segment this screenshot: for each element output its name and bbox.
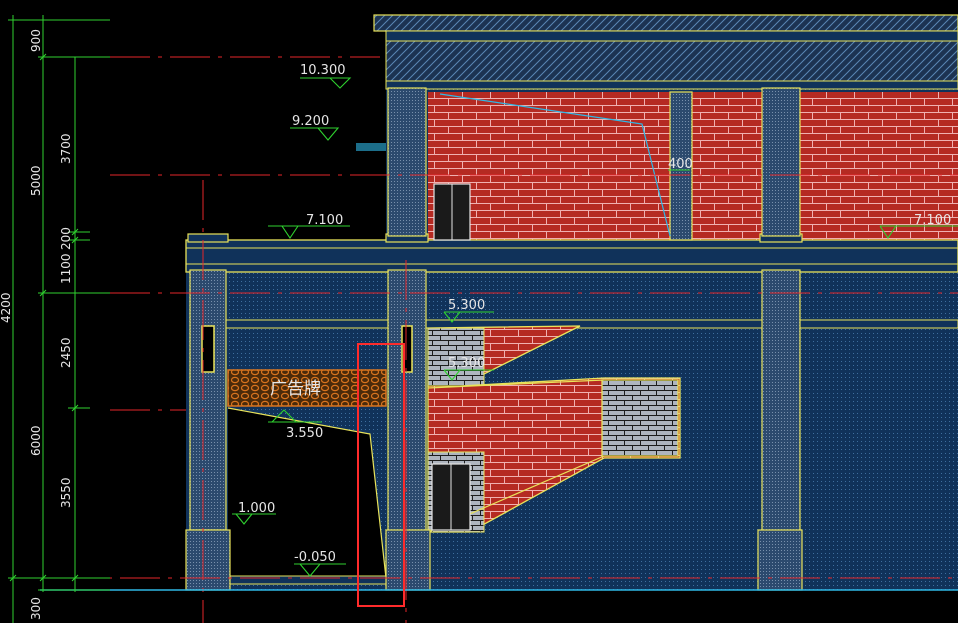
level-axis-lines (60, 56, 958, 623)
level-markers (232, 77, 958, 577)
dim-total-cut: 4200 (0, 292, 13, 323)
building-elevation: 广告牌 (185, 14, 958, 591)
floor-slab-band (185, 239, 958, 273)
columns (185, 87, 803, 591)
dimension-texts: 900 5000 3700 200 1100 2450 6000 3550 30… (0, 29, 73, 620)
dim-900: 900 (29, 29, 43, 52)
dimension-lines (8, 15, 110, 623)
roof-slope-line (439, 93, 671, 237)
dim-3700: 3700 (59, 133, 73, 164)
highlight-box[interactable] (357, 343, 405, 607)
dim-200: 200 (59, 227, 73, 250)
mezzanine-beam-right (799, 319, 958, 329)
dim-3550: 3550 (59, 477, 73, 508)
roof-parapet-top (373, 14, 958, 32)
level-9200: 9.200 (292, 114, 329, 129)
roof-hatch-band (385, 40, 958, 82)
ground-sill (227, 575, 389, 585)
signboard (227, 369, 387, 407)
dim-300: 300 (29, 597, 43, 620)
dim-2450: 2450 (59, 337, 73, 368)
level-7100-right: 7.100 (914, 213, 951, 228)
level-5300-b: 5.300 (448, 356, 485, 371)
upper-brick-wall-right (800, 92, 958, 240)
dim-5000: 5000 (29, 165, 43, 196)
level-minus-0050: -0.050 (294, 550, 336, 565)
level-texts: 10.300 9.200 7.100 7.100 400 5.300 5.300… (238, 63, 951, 565)
level-3550: 3.550 (286, 426, 323, 441)
roof-edge-beam (385, 80, 958, 90)
level-1000: 1.000 (238, 501, 275, 516)
wall-ledge (356, 143, 386, 151)
signboard-text: 广告牌 (270, 379, 321, 399)
roof-slab (385, 30, 958, 42)
dim-1100: 1100 (59, 253, 73, 284)
upper-brick-wall-mid (692, 92, 762, 240)
level-7100-left: 7.100 (306, 213, 343, 228)
level-5300-a: 5.300 (448, 298, 485, 313)
level-10300: 10.300 (300, 63, 346, 78)
dim-6000: 6000 (29, 425, 43, 456)
shopfront-opening (228, 408, 386, 578)
level-400: 400 (668, 157, 693, 172)
